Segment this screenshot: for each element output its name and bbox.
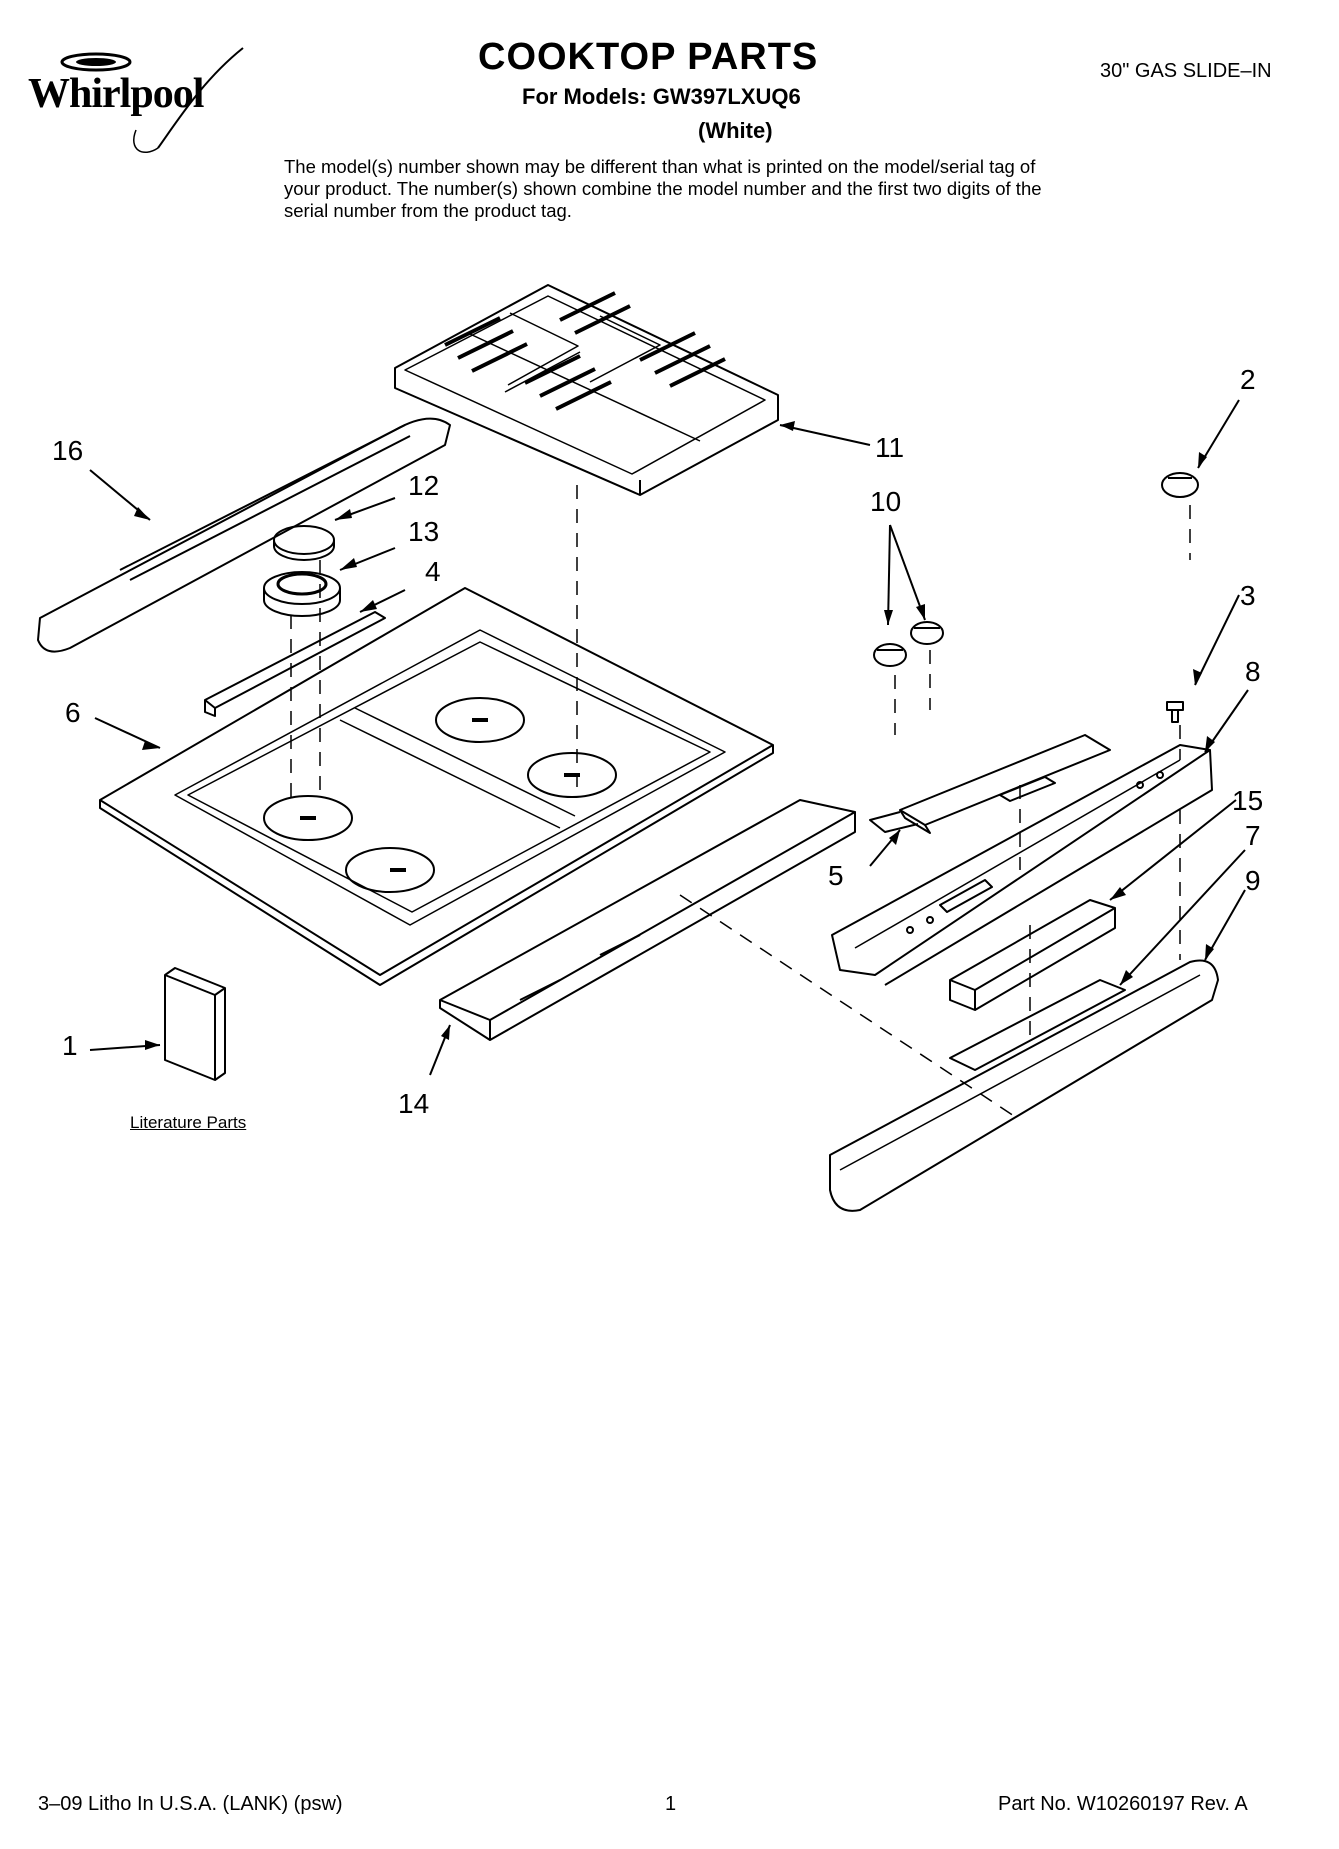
alignment-lines bbox=[290, 485, 1191, 1121]
model-color: (White) bbox=[698, 118, 773, 143]
callout-14: 14 bbox=[398, 1088, 430, 1119]
support-bracket bbox=[829, 959, 1219, 1212]
callout-2: 2 bbox=[1240, 364, 1256, 395]
insulation-pad bbox=[949, 979, 1126, 1071]
callout-10: 10 bbox=[870, 486, 902, 517]
front-rail bbox=[439, 799, 856, 1041]
product-category: 30" GAS SLIDE–IN bbox=[1100, 60, 1272, 82]
callout-1: 1 bbox=[62, 1030, 78, 1061]
callout-3: 3 bbox=[1240, 580, 1256, 611]
rear-trim bbox=[37, 417, 451, 653]
whirlpool-swirl-icon bbox=[60, 47, 244, 153]
callout-15: 15 bbox=[1232, 785, 1264, 816]
callout-9: 9 bbox=[1245, 865, 1261, 896]
callout-7: 7 bbox=[1245, 820, 1261, 851]
callout-11: 11 bbox=[875, 432, 905, 463]
burner-bracket bbox=[204, 611, 386, 717]
page-title: COOKTOP PARTS bbox=[478, 36, 819, 78]
model-number: For Models: GW397LXUQ6 bbox=[522, 84, 801, 109]
callout-13: 13 bbox=[408, 516, 440, 547]
leader-lines bbox=[89, 399, 1249, 1076]
callout-6: 6 bbox=[65, 697, 81, 728]
model-disclaimer: The model(s) number shown may be differe… bbox=[284, 156, 1042, 221]
control-panel bbox=[831, 744, 1213, 986]
burner-cap bbox=[273, 525, 335, 561]
part-number: Part No. W10260197 Rev. A bbox=[998, 1793, 1248, 1815]
callout-16: 16 bbox=[52, 435, 84, 466]
page-number: 1 bbox=[665, 1793, 677, 1815]
whirlpool-logo: Whirlpool bbox=[28, 40, 268, 160]
electronic-control bbox=[949, 899, 1116, 1011]
burner-grate bbox=[394, 284, 779, 496]
callout-8: 8 bbox=[1245, 656, 1261, 687]
literature-book bbox=[164, 967, 226, 1081]
logo-text: Whirlpool bbox=[28, 71, 204, 117]
leader-arrowheads bbox=[134, 421, 1215, 1050]
literature-parts-label: Literature Parts bbox=[130, 1113, 247, 1132]
screw bbox=[1166, 701, 1184, 723]
print-info: 3–09 Litho In U.S.A. (LANK) (psw) bbox=[38, 1793, 343, 1815]
cooktop-panel bbox=[99, 587, 774, 986]
callout-5: 5 bbox=[828, 860, 844, 891]
callout-12: 12 bbox=[408, 470, 440, 501]
control-knobs bbox=[873, 621, 944, 667]
control-overlay bbox=[869, 734, 1111, 834]
burner-head bbox=[263, 571, 341, 617]
callout-4: 4 bbox=[425, 556, 441, 587]
control-knob-small bbox=[1161, 472, 1199, 498]
